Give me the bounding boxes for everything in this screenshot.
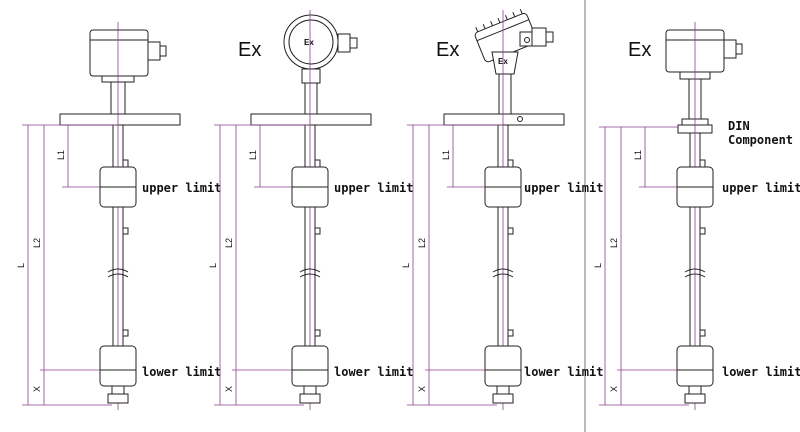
dim-L2: L2 — [224, 238, 234, 248]
dim-L: L — [401, 263, 411, 268]
dim-L1: L1 — [441, 150, 451, 160]
dim-L2: L2 — [417, 238, 427, 248]
dim-L1: L1 — [633, 150, 643, 160]
variant-standard: L L2 L1 X upper limit lower limit — [16, 22, 221, 410]
ex-mark: Ex — [238, 39, 261, 61]
dim-L2: L2 — [32, 238, 42, 248]
dim-L1: L1 — [56, 150, 66, 160]
dim-L: L — [16, 263, 26, 268]
label-lower-limit: lower limit — [142, 365, 221, 379]
label-upper-limit: upper limit — [722, 181, 800, 195]
ex-mark: Ex — [628, 39, 651, 61]
variant-ex-round: Ex Ex L L2 L1 X upper limit lowe — [208, 10, 413, 410]
ex-mark: Ex — [436, 39, 459, 61]
dim-X: X — [32, 386, 42, 392]
dim-L: L — [593, 263, 603, 268]
label-lower-limit: lower limit — [524, 365, 603, 379]
label-din-component: Component — [728, 133, 793, 147]
variant-ex-angled: Ex Ex L L2 — [401, 8, 603, 410]
variant-ex-din: Ex L L2 L1 X DIN Component — [593, 22, 800, 410]
label-lower-limit: lower limit — [722, 365, 800, 379]
dim-X: X — [417, 386, 427, 392]
dim-L1: L1 — [248, 150, 258, 160]
dim-X: X — [609, 386, 619, 392]
dim-X: X — [224, 386, 234, 392]
label-lower-limit: lower limit — [334, 365, 413, 379]
ex-badge: Ex — [304, 38, 314, 47]
label-upper-limit: upper limit — [524, 181, 603, 195]
label-upper-limit: upper limit — [334, 181, 413, 195]
label-upper-limit: upper limit — [142, 181, 221, 195]
label-din: DIN — [728, 119, 750, 133]
dim-L2: L2 — [609, 238, 619, 248]
dim-L: L — [208, 263, 218, 268]
